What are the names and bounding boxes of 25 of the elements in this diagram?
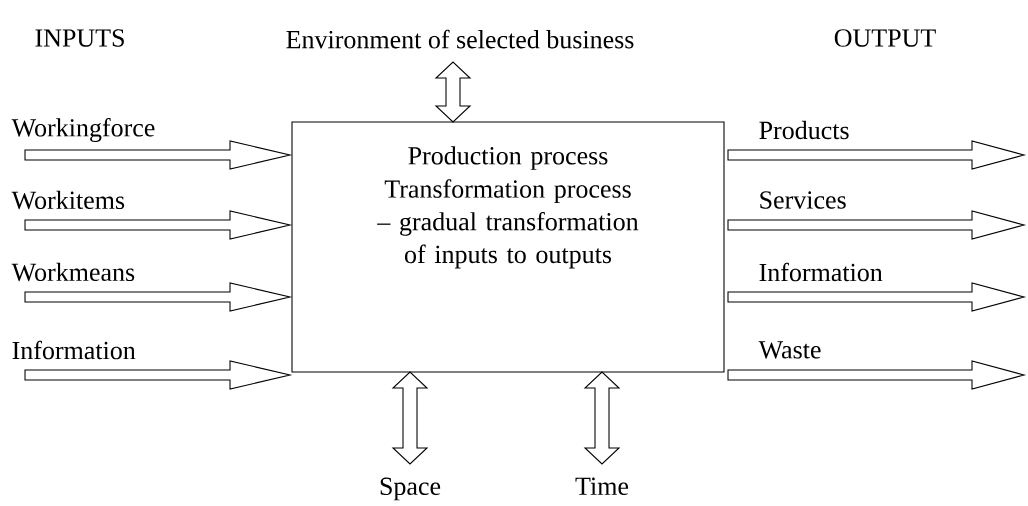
hollow-arrow — [24, 210, 293, 240]
node-label: Space — [380, 477, 441, 501]
edge-label: Waste — [758, 341, 821, 359]
hollow-arrow — [727, 140, 1027, 170]
node-label: Time — [575, 477, 629, 496]
edge-label: Information — [12, 340, 136, 360]
edge-label: Workingforce — [11, 118, 155, 142]
edge-label: Services — [760, 191, 846, 209]
edge-label: Products — [759, 120, 849, 140]
hollow-arrow — [24, 360, 293, 390]
hollow-arrow — [434, 61, 472, 123]
edge-label: Information — [759, 262, 883, 282]
hollow-arrow — [727, 282, 1027, 312]
edge-label: Workmeans — [11, 262, 135, 282]
hollow-arrow — [391, 371, 429, 465]
hollow-arrow — [24, 282, 293, 312]
node-label: Environment of selected business — [286, 29, 634, 49]
hollow-arrow — [583, 371, 621, 465]
hollow-arrow — [24, 140, 293, 170]
hollow-arrow — [727, 360, 1027, 390]
column-heading: OUTPUT — [834, 29, 936, 47]
column-heading: INPUTS — [35, 29, 124, 47]
process-box: Production process Transformation process – gradual transformation of inputs to outputs — [291, 121, 725, 373]
hollow-arrow — [727, 210, 1027, 240]
edge-label: Workitems — [11, 190, 125, 210]
